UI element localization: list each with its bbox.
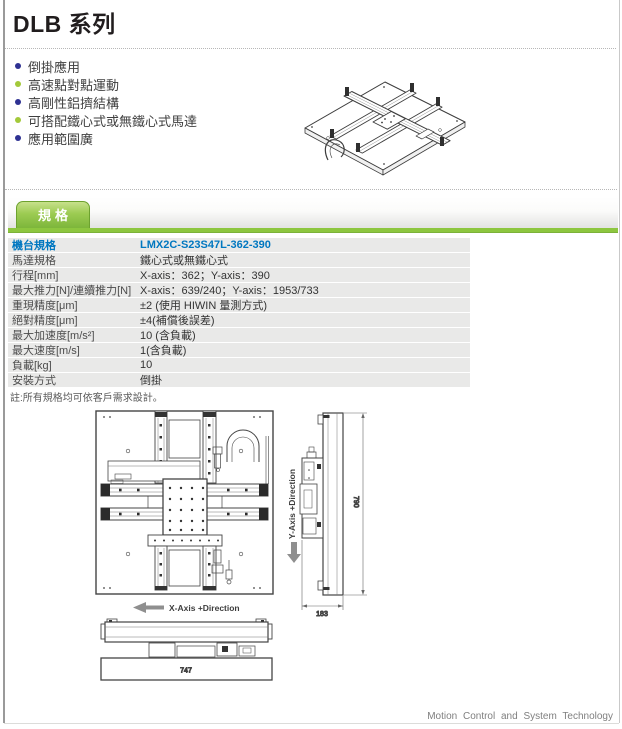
spec-row-label: 機台規格 bbox=[12, 240, 56, 252]
feature-item: 高速點對點運動 bbox=[15, 75, 197, 93]
spec-green-bar bbox=[8, 228, 618, 233]
spec-row: 絕對精度[μm] ±4(補償後誤差) bbox=[8, 313, 470, 327]
spec-row-value: 鐵心式或無鐵心式 bbox=[140, 255, 228, 267]
spec-row-label: 最大加速度[m/s²] bbox=[12, 330, 95, 342]
spec-row-label: 行程[mm] bbox=[12, 270, 59, 282]
feature-text: 可搭配鐵心式或無鐵心式馬達 bbox=[28, 113, 198, 129]
page-title: DLB 系列 bbox=[13, 11, 116, 37]
dim-183-label: 183 bbox=[316, 611, 328, 618]
tab-specifications[interactable]: 規格 bbox=[16, 201, 90, 228]
spec-row-label: 最大推力[N]/連續推力[N] bbox=[12, 285, 132, 297]
x-axis-direction-label: X-Axis +Direction bbox=[169, 603, 240, 613]
side-view: 790 183 bbox=[299, 412, 367, 619]
spec-row-value: 1(含負載) bbox=[140, 345, 187, 357]
top-view bbox=[95, 410, 274, 595]
footer-tagline: Motion Control and System Technology bbox=[425, 711, 615, 722]
dim-790-label: 790 bbox=[352, 496, 359, 508]
x-axis-arrow-icon bbox=[133, 602, 164, 613]
spec-row-value: 10 (含負載) bbox=[140, 330, 196, 342]
feature-item: 高剛性鋁擠結構 bbox=[15, 93, 197, 111]
y-axis-arrow-icon bbox=[291, 542, 297, 554]
axis-labels: X-Axis +Direction Y-Axis +Direction bbox=[133, 469, 301, 613]
spec-row-value: 10 bbox=[140, 359, 153, 371]
feature-item: 可搭配鐵心式或無鐵心式馬達 bbox=[15, 111, 197, 129]
spec-row-label: 安裝方式 bbox=[12, 375, 56, 387]
dimension-drawing: 790 183 bbox=[95, 410, 367, 681]
spec-row-value: ±2 (使用 HIWIN 量測方式) bbox=[140, 300, 268, 312]
spec-row: 機台規格 LMX2C-S23S47L-362-390 bbox=[8, 238, 470, 252]
spec-row-value: X-axis：362；Y-axis：390 bbox=[140, 270, 270, 282]
bullet-icon bbox=[15, 63, 21, 69]
spec-row-label: 負載[kg] bbox=[12, 360, 52, 372]
feature-text: 高速點對點運動 bbox=[28, 77, 120, 93]
spec-row-label: 馬達規格 bbox=[12, 255, 56, 267]
dim-747-label: 747 bbox=[180, 668, 192, 675]
feature-list: 倒掛應用高速點對點運動高剛性鋁擠結構可搭配鐵心式或無鐵心式馬達應用範圍廣 bbox=[15, 57, 197, 147]
spec-tab-band bbox=[8, 197, 618, 228]
spec-row: 最大推力[N]/連續推力[N] X-axis：639/240；Y-axis：195… bbox=[8, 283, 470, 297]
spec-row-value: ±4(補償後誤差) bbox=[140, 315, 215, 327]
y-axis-direction-label: Y-Axis +Direction bbox=[287, 469, 297, 539]
divider-middle bbox=[5, 189, 617, 190]
spec-row: 重現精度[μm] ±2 (使用 HIWIN 量測方式) bbox=[8, 298, 470, 312]
bullet-icon bbox=[15, 135, 21, 141]
feature-item: 倒掛應用 bbox=[15, 57, 197, 75]
front-view: 747 bbox=[100, 618, 273, 681]
spec-row-label: 最大速度[m/s] bbox=[12, 345, 80, 357]
spec-note: 註:所有規格均可依客戶需求設計。 bbox=[10, 393, 163, 404]
bullet-icon bbox=[15, 81, 21, 87]
feature-text: 倒掛應用 bbox=[28, 59, 81, 75]
spec-row: 負載[kg] 10 bbox=[8, 358, 470, 372]
spec-row-value: LMX2C-S23S47L-362-390 bbox=[140, 239, 271, 251]
divider-top bbox=[5, 48, 616, 49]
product-isometric-image bbox=[304, 81, 466, 176]
page-right-border bbox=[619, 0, 620, 723]
feature-text: 高剛性鋁擠結構 bbox=[28, 95, 120, 111]
spec-row-label: 重現精度[μm] bbox=[12, 300, 78, 312]
spec-row-label: 絕對精度[μm] bbox=[12, 315, 78, 327]
spec-row: 行程[mm] X-axis：362；Y-axis：390 bbox=[8, 268, 470, 282]
feature-item: 應用範圍廣 bbox=[15, 129, 197, 147]
feature-text: 應用範圍廣 bbox=[28, 131, 94, 147]
spec-row: 馬達規格 鐵心式或無鐵心式 bbox=[8, 253, 470, 267]
page-left-border bbox=[3, 0, 5, 723]
bullet-icon bbox=[15, 99, 21, 105]
spec-row-value: X-axis：639/240；Y-axis：1953/733 bbox=[140, 285, 319, 297]
spec-row-value: 倒掛 bbox=[140, 375, 162, 387]
spec-row: 安裝方式 倒掛 bbox=[8, 373, 470, 387]
spec-row: 最大加速度[m/s²] 10 (含負載) bbox=[8, 328, 470, 342]
spec-row: 最大速度[m/s] 1(含負載) bbox=[8, 343, 470, 357]
bullet-icon bbox=[15, 117, 21, 123]
page-bottom-border bbox=[4, 723, 619, 724]
